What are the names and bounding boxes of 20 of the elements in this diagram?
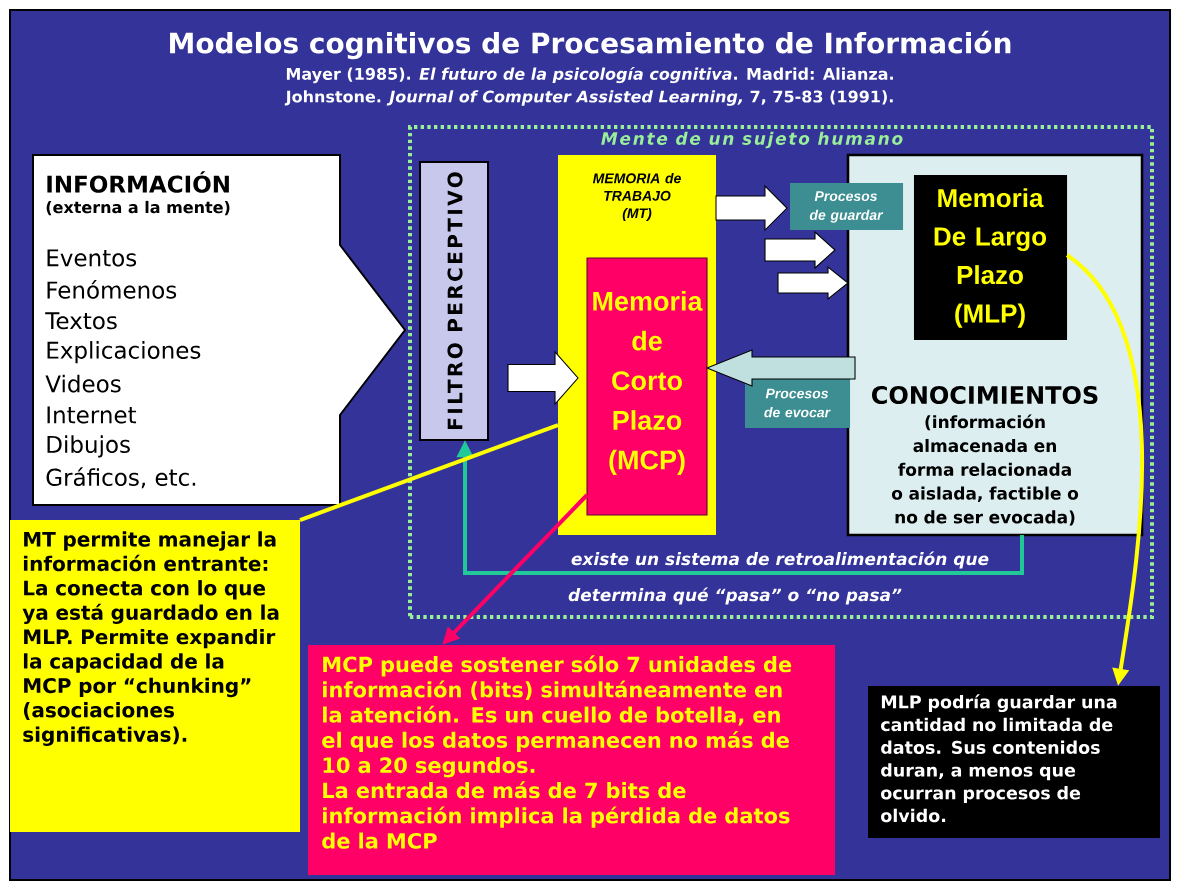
block-arrow — [777, 265, 849, 301]
block-arrow — [507, 350, 579, 406]
memory-box: Memoria de Corto Plazo (MCP) — [586, 257, 708, 516]
note-box: MCP puede sostener sólo 7 unidades de información (bits) simultáneamente en la atención. Es un cuello de botella, en el que los datos permanecen no más de 10 a 20 segundos. La entrada de más de 7 bits de información implica la pérdida de datos de la MCP — [308, 645, 835, 875]
filter-box: FILTRO PERCEPTIVO — [419, 161, 489, 441]
reference: Johnstone. Journal of Computer Assisted Learning, 7, 75-83 (1991). — [284, 90, 893, 106]
caption-text: determina qué “pasa” o “no pasa” — [568, 587, 902, 605]
memory-box: Memoria De Largo Plazo (MLP) — [914, 175, 1068, 341]
information-panel: INFORMACIÓN (externa a la mente) Eventos Fenómenos Textos Explicaciones Videos Internet Dibujos Gráficos, etc. — [32, 154, 407, 506]
note-box: MT permite manejar la información entrante: La conecta con lo que ya está guardado en la MLP. Permite expandir la capacidad de la MCP por “chunking” (asociaciones significativas). — [10, 520, 300, 832]
title: Modelos cognitivos de Procesamiento de Información — [170, 30, 1011, 60]
process-label-box: Procesos de evocar — [745, 377, 851, 428]
edge-label: existe un sistema de retroalimentación que — [571, 551, 989, 569]
block-arrow — [715, 184, 788, 232]
process-label-box: Procesos de guardar — [790, 183, 904, 230]
block-arrow — [705, 349, 856, 387]
block-arrow — [764, 230, 836, 270]
leader-line — [299, 423, 559, 522]
note-box: MLP podría guardar una cantidad no limitada de datos. Sus contenidos duran, a menos que ocurran procesos de olvido. — [868, 686, 1160, 838]
reference: Mayer (1985). El futuro de la psicología cognitiva. Madrid: Alianza. — [286, 66, 893, 84]
